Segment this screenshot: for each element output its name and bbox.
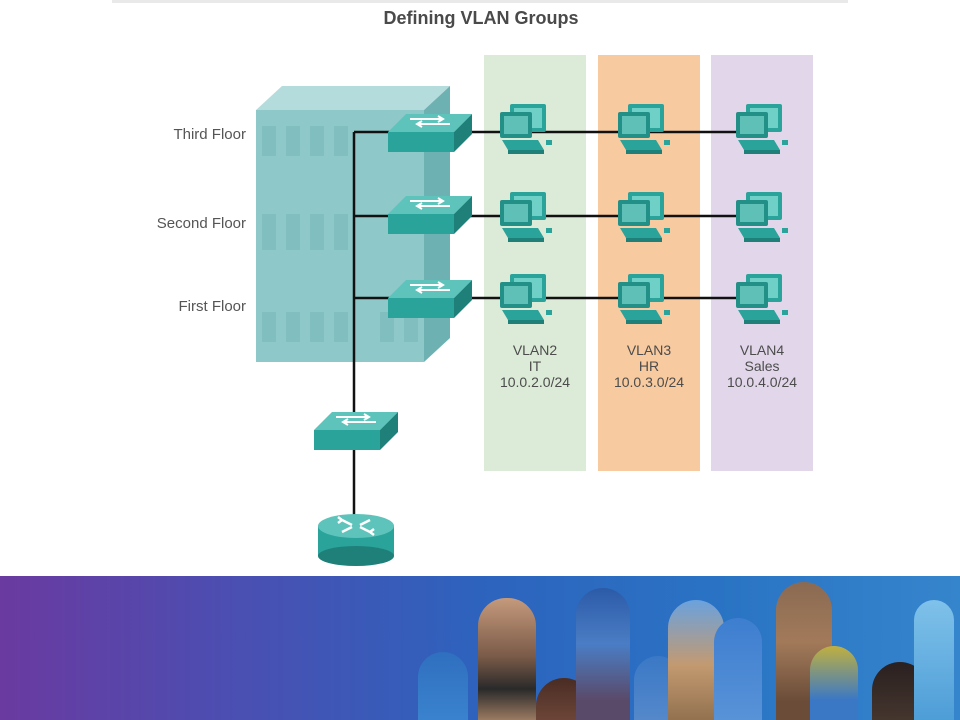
vlan-label-it: VLAN2 IT 10.0.2.0/24 [484,342,586,390]
pc-icon [736,192,788,242]
floor-label-second: Second Floor [156,215,246,232]
photo-strip [714,618,762,720]
vlan-id: VLAN2 [512,342,558,358]
network-diagram [256,86,788,566]
photo-strip [576,588,630,720]
photo-strip [810,646,858,720]
vlan-label-hr: VLAN3 HR 10.0.3.0/24 [598,342,700,390]
pc-icon [736,104,788,154]
photo-strip [478,598,536,720]
pc-icon [618,192,670,242]
vlan-name: HR [638,358,660,374]
floor-label-third: Third Floor [173,126,246,143]
footer-banner [0,576,960,720]
vlan-subnet: 10.0.4.0/24 [726,374,798,390]
diagram-title: Defining VLAN Groups [383,8,579,28]
photo-strip [914,600,954,720]
router-icon [318,514,394,566]
switch-icon [387,113,473,153]
vlan-id: VLAN3 [626,342,672,358]
floor-label-first: First Floor [178,298,247,315]
pc-icon [618,104,670,154]
vlan-subnet: 10.0.3.0/24 [613,374,685,390]
switch-icon [387,195,473,235]
switch-icon [313,411,399,451]
vlan-name: IT [528,358,542,374]
pc-icon [618,274,670,324]
vlan-subnet: 10.0.2.0/24 [499,374,571,390]
vlan-label-sales: VLAN4 Sales 10.0.4.0/24 [711,342,813,390]
pc-icon [736,274,788,324]
photo-strip [418,652,468,720]
switch-icon [387,279,473,319]
pc-icon [500,192,552,242]
pc-icon [500,104,552,154]
pc-icon [500,274,552,324]
top-border [112,0,848,3]
vlan-id: VLAN4 [739,342,785,358]
vlan-name: Sales [744,358,780,374]
